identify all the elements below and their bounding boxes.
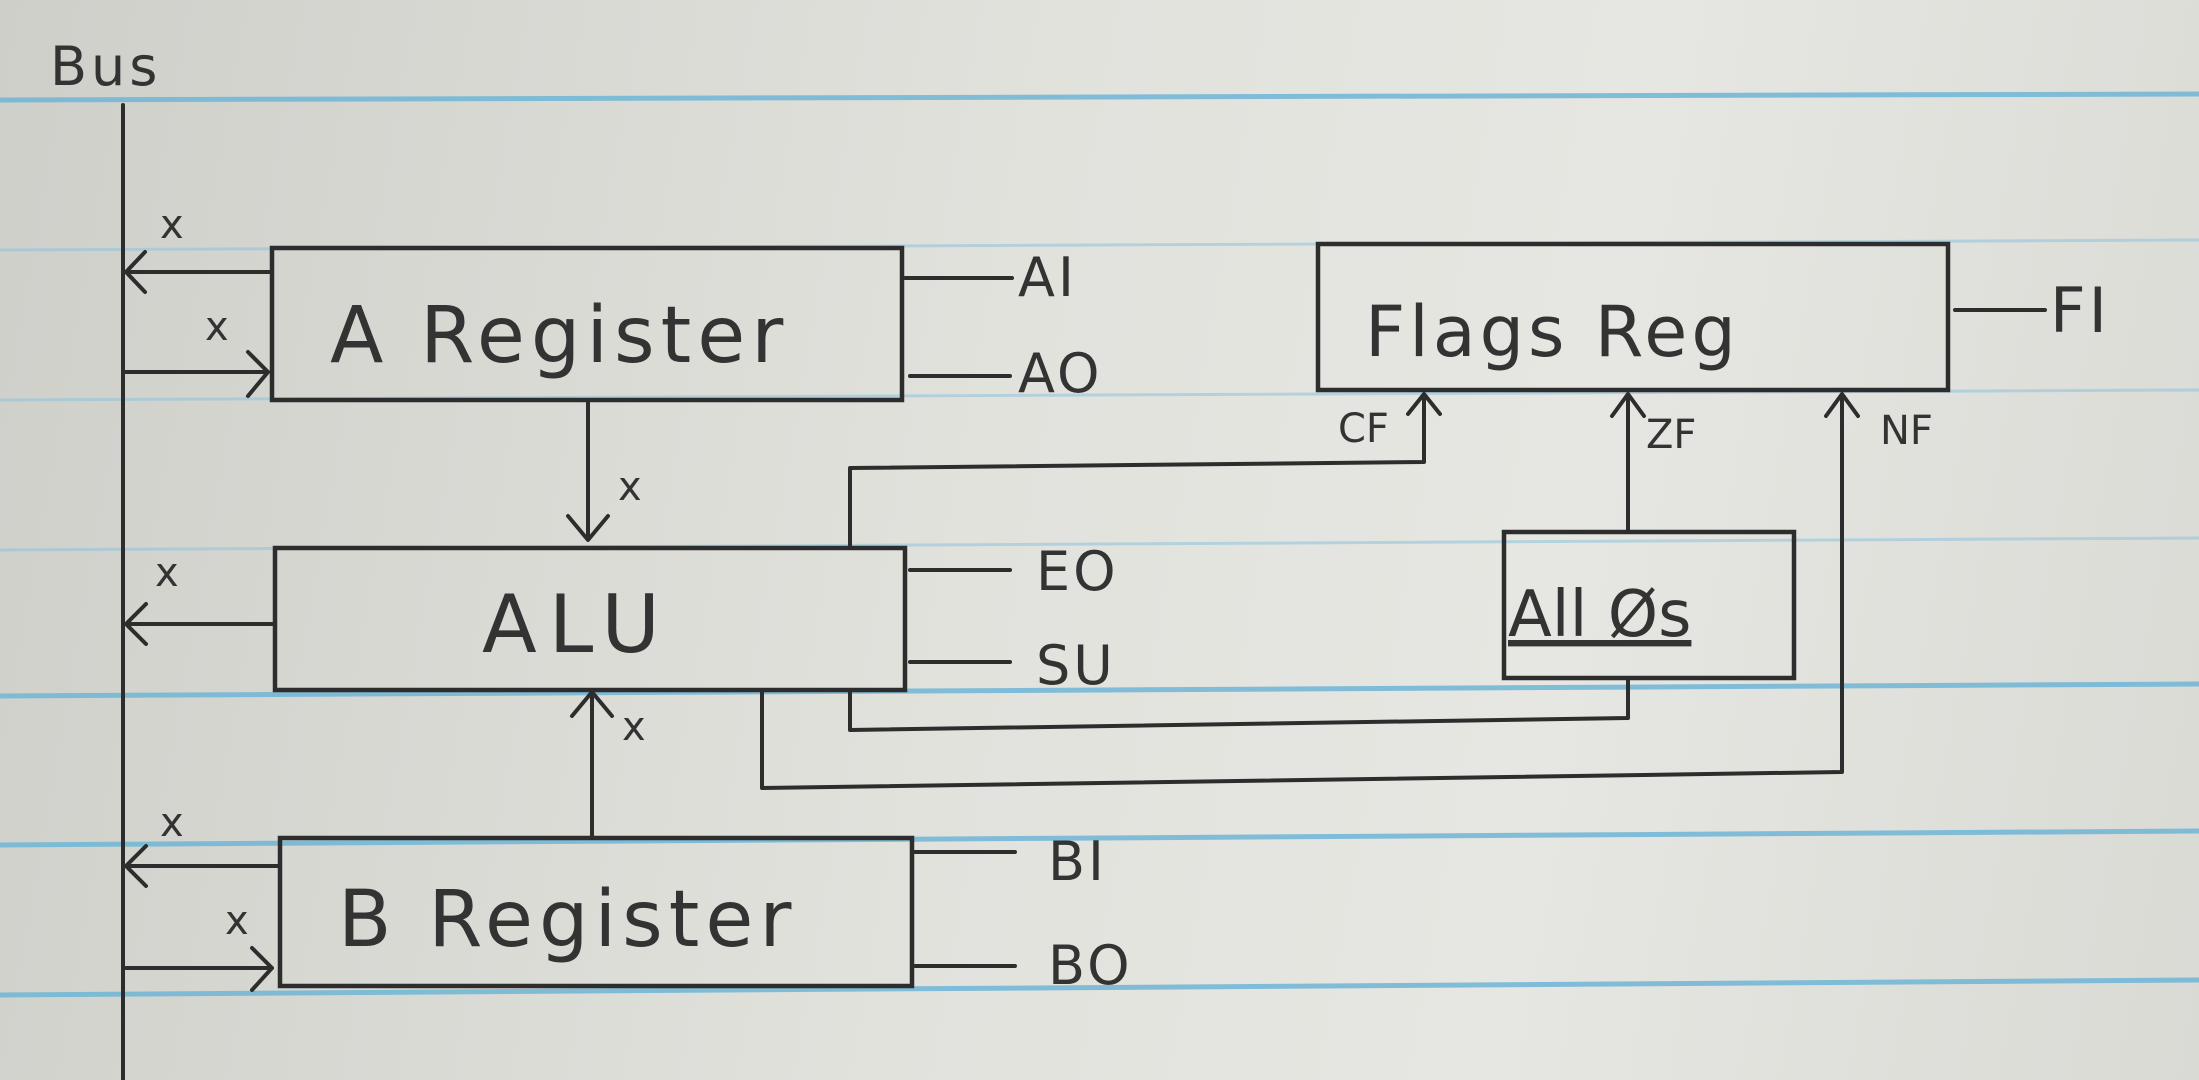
ao-signal-label: AO [1018,342,1103,405]
carry-flag-wire [848,392,1442,548]
zero-flag-wire [1610,392,1646,532]
ruled-line [0,828,2199,848]
b-register-in-width-mark: x [225,898,249,944]
cf-label: CF [1338,406,1389,452]
b-register-out-width-mark: x [160,800,184,846]
a-to-alu-width-mark: x [618,464,642,510]
ai-signal-label: AI [1018,246,1077,309]
nf-label: NF [1880,408,1933,454]
a-register-in-width-mark: x [205,304,229,350]
ruled-line [0,977,2199,998]
b-register-in-from-bus [124,946,274,992]
fi-signal-label: FI [2050,274,2110,347]
a-register-label: A Register [330,291,789,381]
alu-out-to-bus [124,602,274,646]
eo-signal-label: EO [1036,540,1119,603]
b-register-out-to-bus [124,844,280,888]
ruled-line [0,91,2199,103]
bus-label: Bus [50,35,161,98]
b-register-label: B Register [338,875,797,965]
bo-signal-label: BO [1048,934,1133,997]
a-register-out-to-bus [124,250,272,294]
b-to-alu-arrow [570,690,614,838]
b-to-alu-width-mark: x [622,704,646,750]
su-signal-label: SU [1036,634,1116,697]
bi-signal-label: BI [1048,830,1107,893]
negative-flag-wire [760,392,1860,790]
flags-register-box [1315,241,1951,393]
zero-detect-wire [848,678,1630,732]
zf-label: ZF [1646,412,1696,458]
alu-out-width-mark: x [155,550,179,596]
a-to-alu-arrow [566,400,610,542]
a-register-box [269,245,905,403]
alu-box [272,545,908,693]
alu-label: ALU [482,578,672,671]
a-register-out-width-mark: x [160,202,184,248]
b-register-box [277,835,915,989]
ruled-line [0,681,2199,699]
all-zeros-box [1501,529,1797,681]
flags-register-label: Flags Reg [1365,291,1740,373]
a-register-in-from-bus [124,350,270,398]
all-zeros-label: All Øs [1508,578,1691,652]
